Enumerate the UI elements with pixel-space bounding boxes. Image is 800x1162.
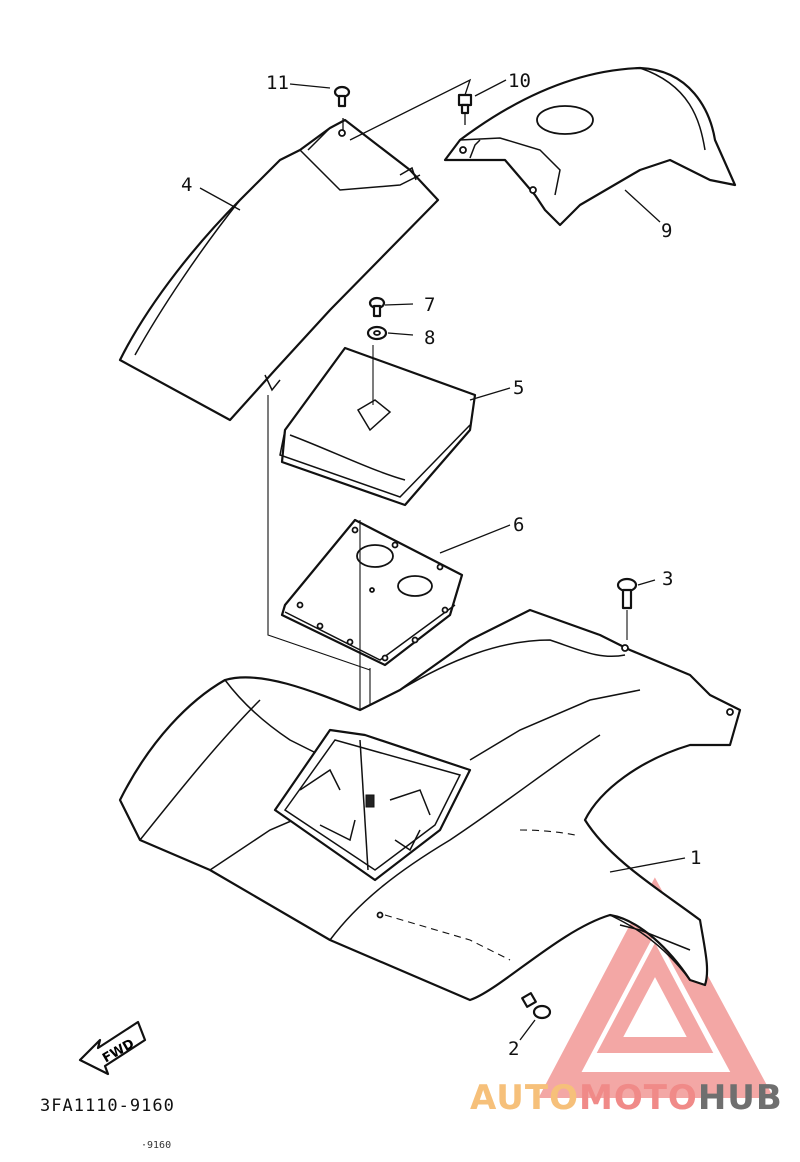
watermark-logo: AUTOMOTOHUB xyxy=(470,1078,783,1118)
part-9-cover-panel xyxy=(443,66,737,227)
diagram-small-code: ·9160 xyxy=(141,1140,172,1151)
part-2-bolt-icon xyxy=(521,992,552,1020)
callout-2: 2 xyxy=(508,1038,520,1060)
callout-5: 5 xyxy=(513,377,525,399)
callout-10: 10 xyxy=(508,70,531,92)
part-4-rear-fender-panel xyxy=(118,118,440,422)
callout-4: 4 xyxy=(181,174,193,196)
callout-9: 9 xyxy=(661,220,673,242)
watermark-brand-hub: HUB xyxy=(697,1078,783,1118)
callout-11: 11 xyxy=(266,72,289,94)
watermark-brand-moto: MOTO xyxy=(578,1078,698,1118)
part-6-gasket-plate xyxy=(280,518,464,667)
part-8-washer-icon xyxy=(366,325,388,341)
callout-8: 8 xyxy=(424,327,436,349)
part-11-bolt-icon xyxy=(333,85,351,108)
watermark-brand-auto: AUTO xyxy=(470,1078,579,1118)
diagram-part-code: 3FA1110-9160 xyxy=(40,1096,175,1116)
part-5-storage-lid xyxy=(279,345,477,507)
callout-3: 3 xyxy=(662,568,674,590)
watermark-triangle-icon xyxy=(538,877,774,1098)
part-3-bolt-icon xyxy=(616,577,638,610)
fwd-arrow-icon xyxy=(78,1020,147,1076)
callout-6: 6 xyxy=(513,514,525,536)
part-7-screw-icon xyxy=(368,296,386,318)
part-1-rear-fender-main xyxy=(118,608,742,1002)
callout-7: 7 xyxy=(424,294,436,316)
part-10-clip-icon xyxy=(457,93,473,115)
callout-1: 1 xyxy=(690,847,702,869)
